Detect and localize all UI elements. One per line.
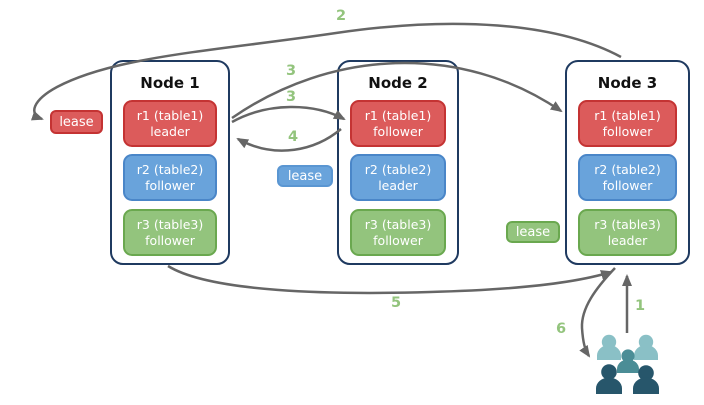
replica-role-label: follower xyxy=(145,232,195,248)
replica-range-label: r2 (table2) xyxy=(364,161,432,177)
replica-role-label: follower xyxy=(373,232,423,248)
node1-replica-r2: r2 (table2) follower xyxy=(123,154,217,201)
node2-replica-r1: r1 (table1) follower xyxy=(350,100,446,147)
lease-badge-r2: lease xyxy=(277,165,333,187)
replica-role-label: follower xyxy=(602,177,653,193)
step-label-5: 5 xyxy=(391,295,402,311)
step-label-6: 6 xyxy=(556,321,567,337)
node2-replica-r2: r2 (table2) leader xyxy=(350,154,446,201)
user-front-left xyxy=(596,364,622,394)
arrow-step-2-gateway-to-lease xyxy=(30,22,622,121)
arrow-step-3-leader-to-node2 xyxy=(231,105,346,124)
replica-range-label: r1 (table1) xyxy=(594,107,661,123)
step-label-1: 1 xyxy=(635,298,646,314)
replica-range-label: r2 (table2) xyxy=(136,161,204,177)
lease-badge-r3: lease xyxy=(506,221,560,243)
user-middle xyxy=(617,349,639,373)
node1-replica-r1: r1 (table1) leader xyxy=(123,100,217,147)
replica-role-label: leader xyxy=(607,232,648,248)
arrow-step-6-node3-to-client xyxy=(579,267,616,358)
step-label-2: 2 xyxy=(336,8,347,24)
arrow-step-5-node1-to-node3 xyxy=(167,264,613,295)
replica-range-label: r3 (table3) xyxy=(364,216,432,232)
step-label-4: 4 xyxy=(288,129,299,145)
replica-role-label: leader xyxy=(150,123,190,139)
replica-range-label: r2 (table2) xyxy=(594,161,661,177)
node-2: Node 2 r1 (table1) follower r2 (table2) … xyxy=(337,60,459,265)
step-label-3a: 3 xyxy=(286,63,297,79)
replica-role-label: follower xyxy=(145,177,195,193)
user-front-right xyxy=(633,365,659,394)
replica-range-label: r3 (table3) xyxy=(136,216,204,232)
node2-replica-r3: r3 (table3) follower xyxy=(350,209,446,256)
replica-range-label: r1 (table1) xyxy=(364,107,432,123)
arrow-step-4-node2-to-leader xyxy=(236,128,342,152)
arrow-step-3-leader-to-node3 xyxy=(231,61,563,120)
user-back-left xyxy=(597,334,621,360)
node1-replica-r3: r3 (table3) follower xyxy=(123,209,217,256)
node3-replica-r1: r1 (table1) follower xyxy=(578,100,677,147)
step-label-3b: 3 xyxy=(286,89,297,105)
node3-replica-r2: r2 (table2) follower xyxy=(578,154,677,201)
replica-role-label: follower xyxy=(373,123,423,139)
replica-role-label: leader xyxy=(378,177,418,193)
node3-replica-r3: r3 (table3) leader xyxy=(578,209,677,256)
node-2-title: Node 2 xyxy=(368,74,428,92)
node-1-title: Node 1 xyxy=(140,74,200,92)
node-1: Node 1 r1 (table1) leader r2 (table2) fo… xyxy=(110,60,230,265)
node-3: Node 3 r1 (table1) follower r2 (table2) … xyxy=(565,60,690,265)
replica-range-label: r3 (table3) xyxy=(594,216,661,232)
replica-range-label: r1 (table1) xyxy=(136,107,204,123)
lease-badge-r1: lease xyxy=(50,110,103,134)
users-group-icon xyxy=(596,334,659,394)
user-back-right xyxy=(634,334,658,360)
replica-role-label: follower xyxy=(602,123,653,139)
node-3-title: Node 3 xyxy=(597,74,658,92)
